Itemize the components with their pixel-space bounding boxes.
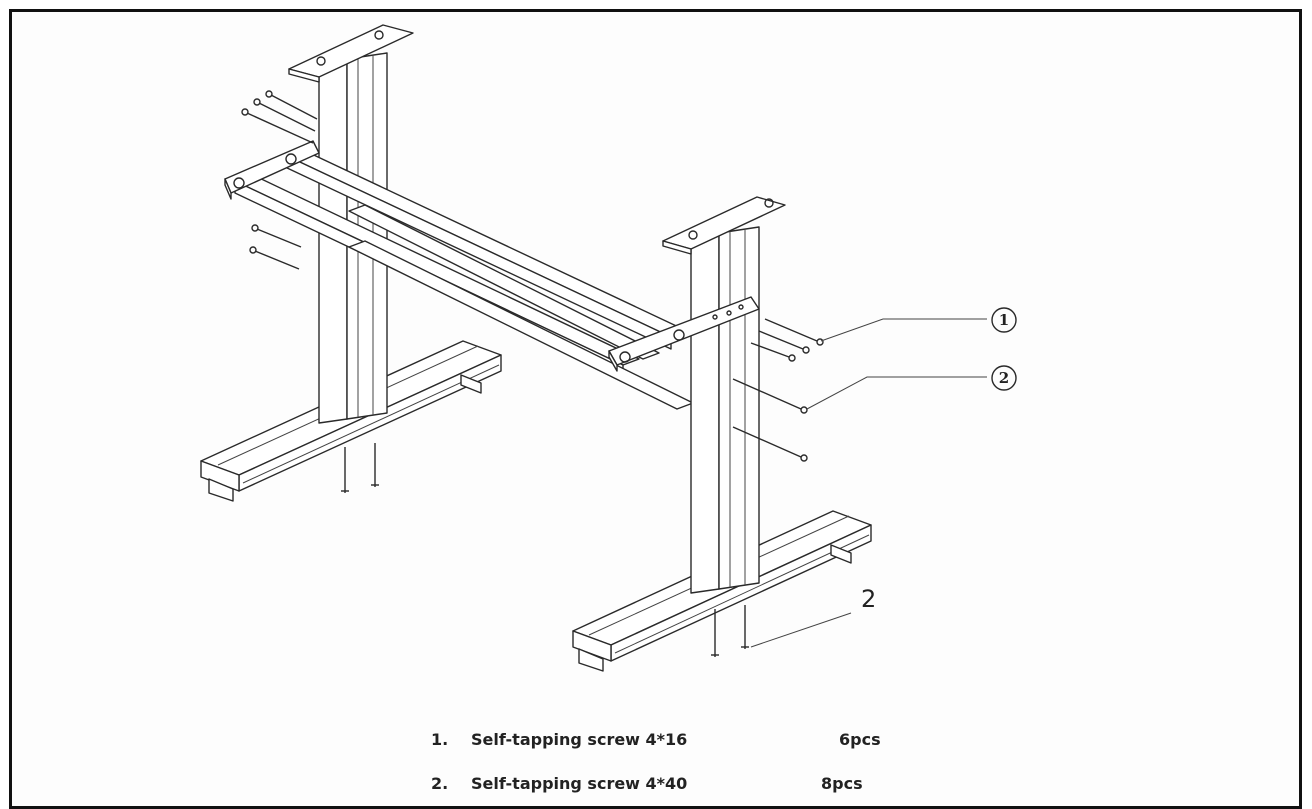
callout-2-label: 2 <box>999 369 1009 387</box>
part-name: Self-tapping screw 4*40 <box>471 774 688 793</box>
callout-2-bottom: 2 <box>750 585 876 648</box>
callout-1-label: 1 <box>999 311 1009 329</box>
part-qty: 6pcs <box>839 730 881 749</box>
callout-2-bottom-label: 2 <box>861 585 876 613</box>
screws-left-mid <box>249 224 302 270</box>
part-name: Self-tapping screw 4*16 <box>471 730 688 749</box>
screws-left-top <box>241 90 318 144</box>
left-bracket <box>224 140 320 200</box>
screws-left-bottom <box>341 443 379 493</box>
part-number: 2. <box>431 774 449 793</box>
stand-assembly-diagram: 1 2 2 <box>200 24 1017 672</box>
callout-1: 1 <box>820 307 1017 342</box>
callout-2: 2 <box>806 365 1017 410</box>
cross-beams <box>234 148 694 410</box>
right-bracket <box>608 296 760 372</box>
diagram-frame: 1 2 2 1. Self-tapping screw 4*16 6pcs 2.… <box>9 9 1302 809</box>
screws-right-side <box>732 318 824 462</box>
parts-list-row-2: 2. Self-tapping screw 4*40 8pcs <box>431 774 991 796</box>
parts-list-row-1: 1. Self-tapping screw 4*16 6pcs <box>431 730 991 752</box>
part-number: 1. <box>431 730 449 749</box>
right-upright <box>662 196 786 594</box>
screws-right-bottom <box>711 605 749 657</box>
part-qty: 8pcs <box>821 774 863 793</box>
